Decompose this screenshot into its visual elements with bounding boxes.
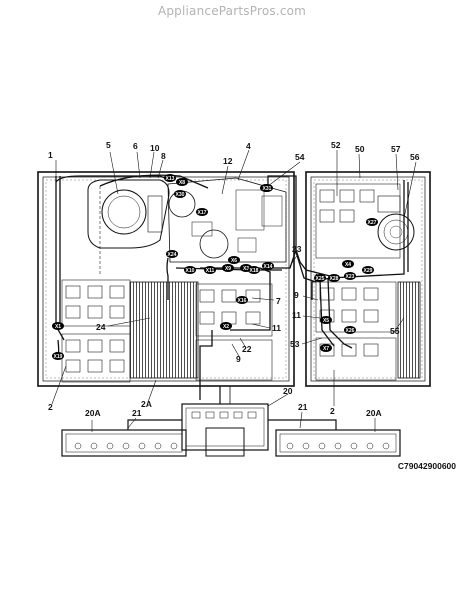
svg-text:X5: X5 [323, 318, 329, 324]
callout-1: 1 [48, 150, 53, 160]
main-control-board [167, 177, 287, 263]
callout-53: 53 [290, 339, 300, 349]
connector-badge: X11 [204, 266, 216, 274]
callout-20: 20 [283, 386, 293, 396]
connector-badge: X13 [164, 174, 176, 182]
connector-badge: X27 [366, 218, 378, 226]
callout-23: 23 [292, 244, 302, 254]
callout-12: 12 [223, 156, 233, 166]
svg-text:X24: X24 [168, 252, 177, 258]
callout-11-right: 11 [292, 310, 301, 320]
callout-52: 52 [331, 140, 341, 150]
callout-21-right: 21 [298, 402, 308, 412]
diagram-code: C79042900600 [397, 461, 456, 471]
connector-badge: X26 [344, 326, 356, 334]
callout-20A-left: 20A [85, 408, 101, 418]
connector-badge: X14 [262, 262, 274, 270]
callout-2-right: 2 [330, 406, 335, 416]
svg-text:X13: X13 [166, 176, 175, 182]
callout-4: 4 [246, 141, 251, 151]
part-callouts: 1 6 10 8 5 12 4 54 52 50 57 56 23 9 11 7… [48, 140, 420, 418]
callout-9-right: 9 [294, 290, 299, 300]
svg-text:X25: X25 [316, 276, 325, 282]
callout-7: 7 [276, 296, 281, 306]
callout-24: 24 [96, 322, 106, 332]
right-power-modules [315, 183, 401, 381]
svg-text:X2: X2 [223, 324, 229, 330]
callout-9-left: 9 [236, 354, 241, 364]
connector-badge: X7 [320, 344, 332, 352]
callout-21-left: 21 [132, 408, 142, 418]
left-power-modules [61, 186, 273, 383]
svg-text:X19: X19 [54, 354, 63, 360]
connector-badge: X19 [52, 352, 64, 360]
watermark-text: AppliancePartsPros.com [157, 4, 307, 18]
left-coil-hatch [129, 281, 199, 379]
connector-badge: X10 [184, 266, 196, 274]
connector-badge: X8 [176, 178, 188, 186]
connector-badge: X2 [220, 322, 232, 330]
svg-text:X6: X6 [231, 258, 237, 264]
callout-57: 57 [391, 144, 401, 154]
svg-text:X27: X27 [368, 220, 377, 226]
svg-text:X14: X14 [264, 264, 273, 270]
connector-badge: X18 [248, 266, 260, 274]
connector-badges: X13 X8 X30 X17 X15 X24 X10 X11 X6 X9 X3 … [52, 174, 378, 360]
svg-text:X7: X7 [323, 346, 329, 352]
connector-badge: X31 [261, 184, 273, 192]
svg-text:X10: X10 [186, 268, 195, 274]
callout-5: 5 [106, 140, 111, 150]
svg-text:X23: X23 [346, 274, 355, 280]
connector-badge: X6 [228, 256, 240, 264]
connector-badge: X9 [222, 264, 234, 272]
connector-badge: X30 [174, 190, 186, 198]
svg-text:X1: X1 [55, 324, 61, 330]
callout-54: 54 [295, 152, 305, 162]
blower-fan [87, 179, 170, 249]
connector-badge: X25 [314, 274, 326, 282]
callout-56: 56 [410, 152, 420, 162]
svg-text:X3: X3 [243, 266, 249, 272]
touch-control-boards [61, 386, 401, 457]
callout-8: 8 [161, 151, 166, 161]
svg-text:X8: X8 [179, 180, 185, 186]
svg-text:X31: X31 [263, 186, 272, 192]
callout-22: 22 [242, 344, 252, 354]
callout-11-left: 11 [272, 323, 281, 333]
callout-2-left: 2 [48, 402, 53, 412]
left-wiring-harness [55, 174, 297, 400]
svg-text:X30: X30 [176, 192, 185, 198]
connector-badge: X24 [166, 250, 178, 258]
svg-text:X28: X28 [330, 276, 339, 282]
leader-lines [51, 149, 417, 432]
connector-badge: X16 [236, 296, 248, 304]
connector-badge: X23 [344, 272, 356, 280]
connector-badge: X28 [328, 274, 340, 282]
svg-text:X11: X11 [206, 268, 215, 274]
svg-text:X29: X29 [364, 268, 373, 274]
svg-text:X26: X26 [346, 328, 355, 334]
callout-6: 6 [133, 141, 138, 151]
svg-text:X9: X9 [225, 266, 231, 272]
svg-text:X17: X17 [198, 210, 207, 216]
svg-text:X18: X18 [250, 268, 259, 274]
callout-10: 10 [150, 143, 160, 153]
svg-text:X16: X16 [238, 298, 247, 304]
callout-20A-right: 20A [366, 408, 382, 418]
callout-2A: 2A [141, 399, 152, 409]
connector-badge: X17 [196, 208, 208, 216]
callout-55: 55 [390, 326, 400, 336]
connector-badge: X4 [342, 260, 354, 268]
connector-badge: X1 [52, 322, 64, 330]
right-fan [377, 195, 415, 251]
svg-text:X4: X4 [345, 262, 351, 268]
right-coil-hatch [397, 281, 421, 379]
connector-badge: X5 [320, 316, 332, 324]
connector-badge: X29 [362, 266, 374, 274]
callout-50: 50 [355, 144, 365, 154]
